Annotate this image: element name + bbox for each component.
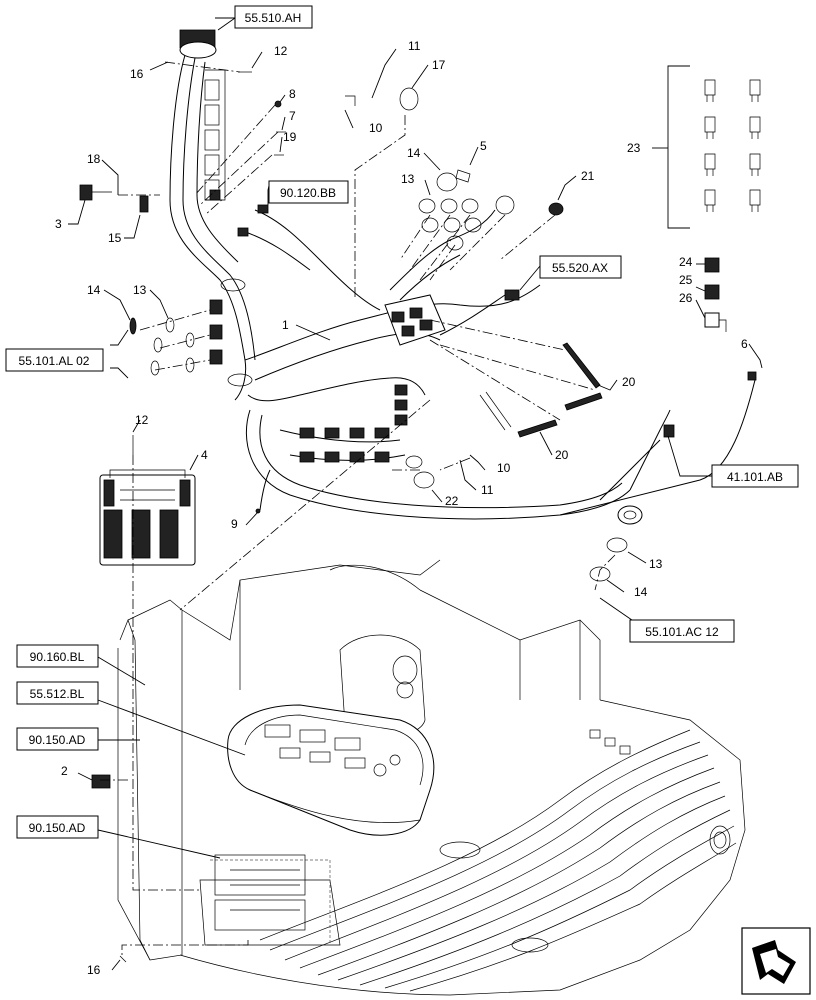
part-number: 13 — [649, 557, 663, 571]
ref-box-90-160-bl[interactable]: 90.160.BL — [16, 644, 99, 668]
svg-text:90.120.BB: 90.120.BB — [280, 186, 336, 200]
svg-text:55.512.BL: 55.512.BL — [30, 687, 85, 701]
part-number: 1 — [282, 318, 289, 332]
leader-lines — [68, 17, 763, 971]
svg-text:55.101.AL 02: 55.101.AL 02 — [19, 354, 90, 368]
ref-box-55-520-ax[interactable]: 55.520.AX — [539, 255, 622, 279]
ref-box-41-101-ab[interactable]: 41.101.AB — [711, 464, 799, 488]
part-number: 20 — [622, 375, 636, 389]
part-number: 6 — [741, 337, 748, 351]
part-number: 8 — [289, 87, 296, 101]
part-number: 26 — [679, 291, 693, 305]
svg-text:55.510.AH: 55.510.AH — [245, 11, 302, 25]
part-number: 12 — [135, 413, 149, 427]
ref-box-90-120-bb[interactable]: 90.120.BB — [268, 180, 349, 204]
hardware-parts — [79, 71, 628, 963]
part-number: 23 — [627, 141, 641, 155]
part-number: 5 — [480, 139, 487, 153]
svg-text:41.101.AB: 41.101.AB — [727, 470, 783, 484]
bar-parts — [479, 342, 603, 438]
part-number: 14 — [634, 585, 648, 599]
part-number: 11 — [481, 483, 494, 497]
part-number: 4 — [201, 448, 208, 462]
fuse-relay-group — [652, 65, 761, 332]
part-number: 15 — [108, 231, 122, 245]
part-number: 25 — [679, 273, 693, 287]
svg-text:55.520.AX: 55.520.AX — [552, 261, 608, 275]
part-number: 20 — [555, 448, 569, 462]
ref-box-55-512-bl[interactable]: 55.512.BL — [16, 681, 99, 705]
svg-text:55.101.AC 12: 55.101.AC 12 — [645, 625, 719, 639]
part-number-labels: 12 16 8 7 19 18 3 15 11 17 10 14 5 13 21… — [55, 39, 748, 977]
reference-boxes: 55.510.AH 90.120.BB 55.520.AX 55.101.AL … — [5, 5, 799, 839]
ref-box-90-150-ad-lower[interactable]: 90.150.AD — [16, 815, 99, 839]
svg-text:90.160.BL: 90.160.BL — [30, 650, 85, 664]
part-number: 18 — [87, 152, 101, 166]
operator-console — [227, 704, 435, 836]
part-number: 11 — [408, 39, 421, 53]
part-number: 9 — [231, 517, 238, 531]
ref-box-55-101-al-02[interactable]: 55.101.AL 02 — [5, 348, 104, 372]
part-number: 16 — [130, 67, 144, 81]
ref-box-55-101-ac-12[interactable]: 55.101.AC 12 — [629, 619, 735, 643]
svg-text:90.150.AD: 90.150.AD — [29, 733, 86, 747]
part-number: 7 — [289, 109, 296, 123]
part-number: 10 — [369, 121, 383, 135]
part-number: 3 — [55, 217, 62, 231]
alignment-lines — [100, 61, 616, 958]
ref-box-55-510-ah[interactable]: 55.510.AH — [234, 5, 313, 29]
part-number: 21 — [581, 169, 595, 183]
part-number: 19 — [283, 130, 297, 144]
cab-floor-outline — [117, 559, 746, 996]
part-number: 17 — [432, 58, 446, 72]
part-number: 24 — [679, 255, 693, 269]
part-number: 2 — [61, 764, 68, 778]
part-number: 13 — [133, 283, 147, 297]
part-number: 16 — [87, 963, 101, 977]
part-number: 14 — [407, 146, 421, 160]
part-number: 10 — [497, 461, 511, 475]
part-number: 22 — [445, 494, 459, 508]
part-number: 14 — [87, 283, 101, 297]
part-number: 12 — [274, 44, 288, 58]
fuse-icons — [704, 79, 761, 212]
svg-text:90.150.AD: 90.150.AD — [29, 821, 86, 835]
next-page-arrow-icon[interactable] — [741, 927, 811, 995]
controller-module — [99, 469, 196, 566]
wire-harness — [169, 29, 757, 525]
part-number: 13 — [401, 172, 415, 186]
ref-box-90-150-ad-upper[interactable]: 90.150.AD — [16, 727, 99, 751]
